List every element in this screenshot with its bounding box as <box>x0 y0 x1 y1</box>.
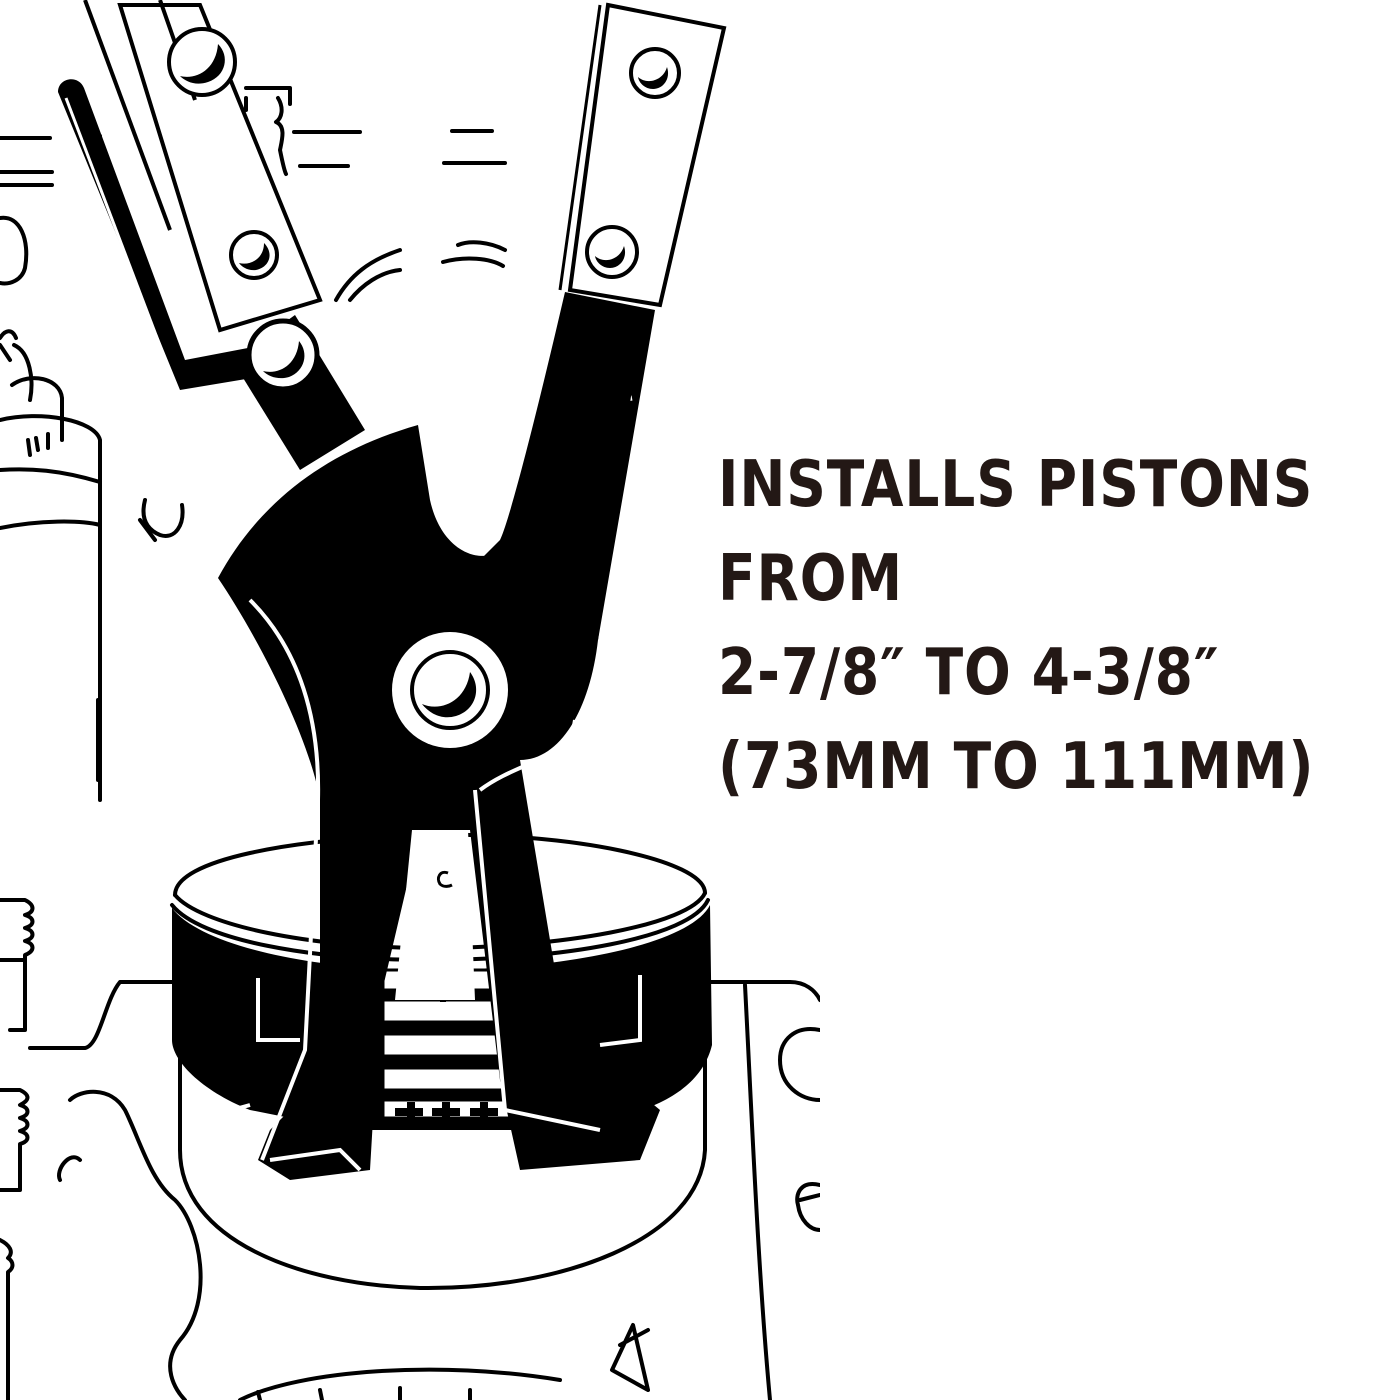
band-highlights <box>230 975 642 1130</box>
feature-line-2: FROM <box>718 542 903 616</box>
feature-callout: INSTALLS PISTONS FROM 2-7/8″ TO 4-3/8″ (… <box>718 438 1315 814</box>
right-handle <box>558 2 727 308</box>
feature-line-1: INSTALLS PISTONS <box>718 448 1314 522</box>
threaded-stud-icon <box>0 898 35 1400</box>
rivet-icons <box>167 27 681 392</box>
feature-line-3: 2-7/8″ TO 4-3/8″ <box>718 636 1220 710</box>
pivot-bolt-icon <box>392 632 508 748</box>
piston-pliers-illustration <box>0 0 820 1400</box>
feature-line-4: (73MM TO 111MM) <box>718 730 1315 804</box>
pliers-body <box>218 330 660 1180</box>
body-highlights <box>248 598 601 1172</box>
